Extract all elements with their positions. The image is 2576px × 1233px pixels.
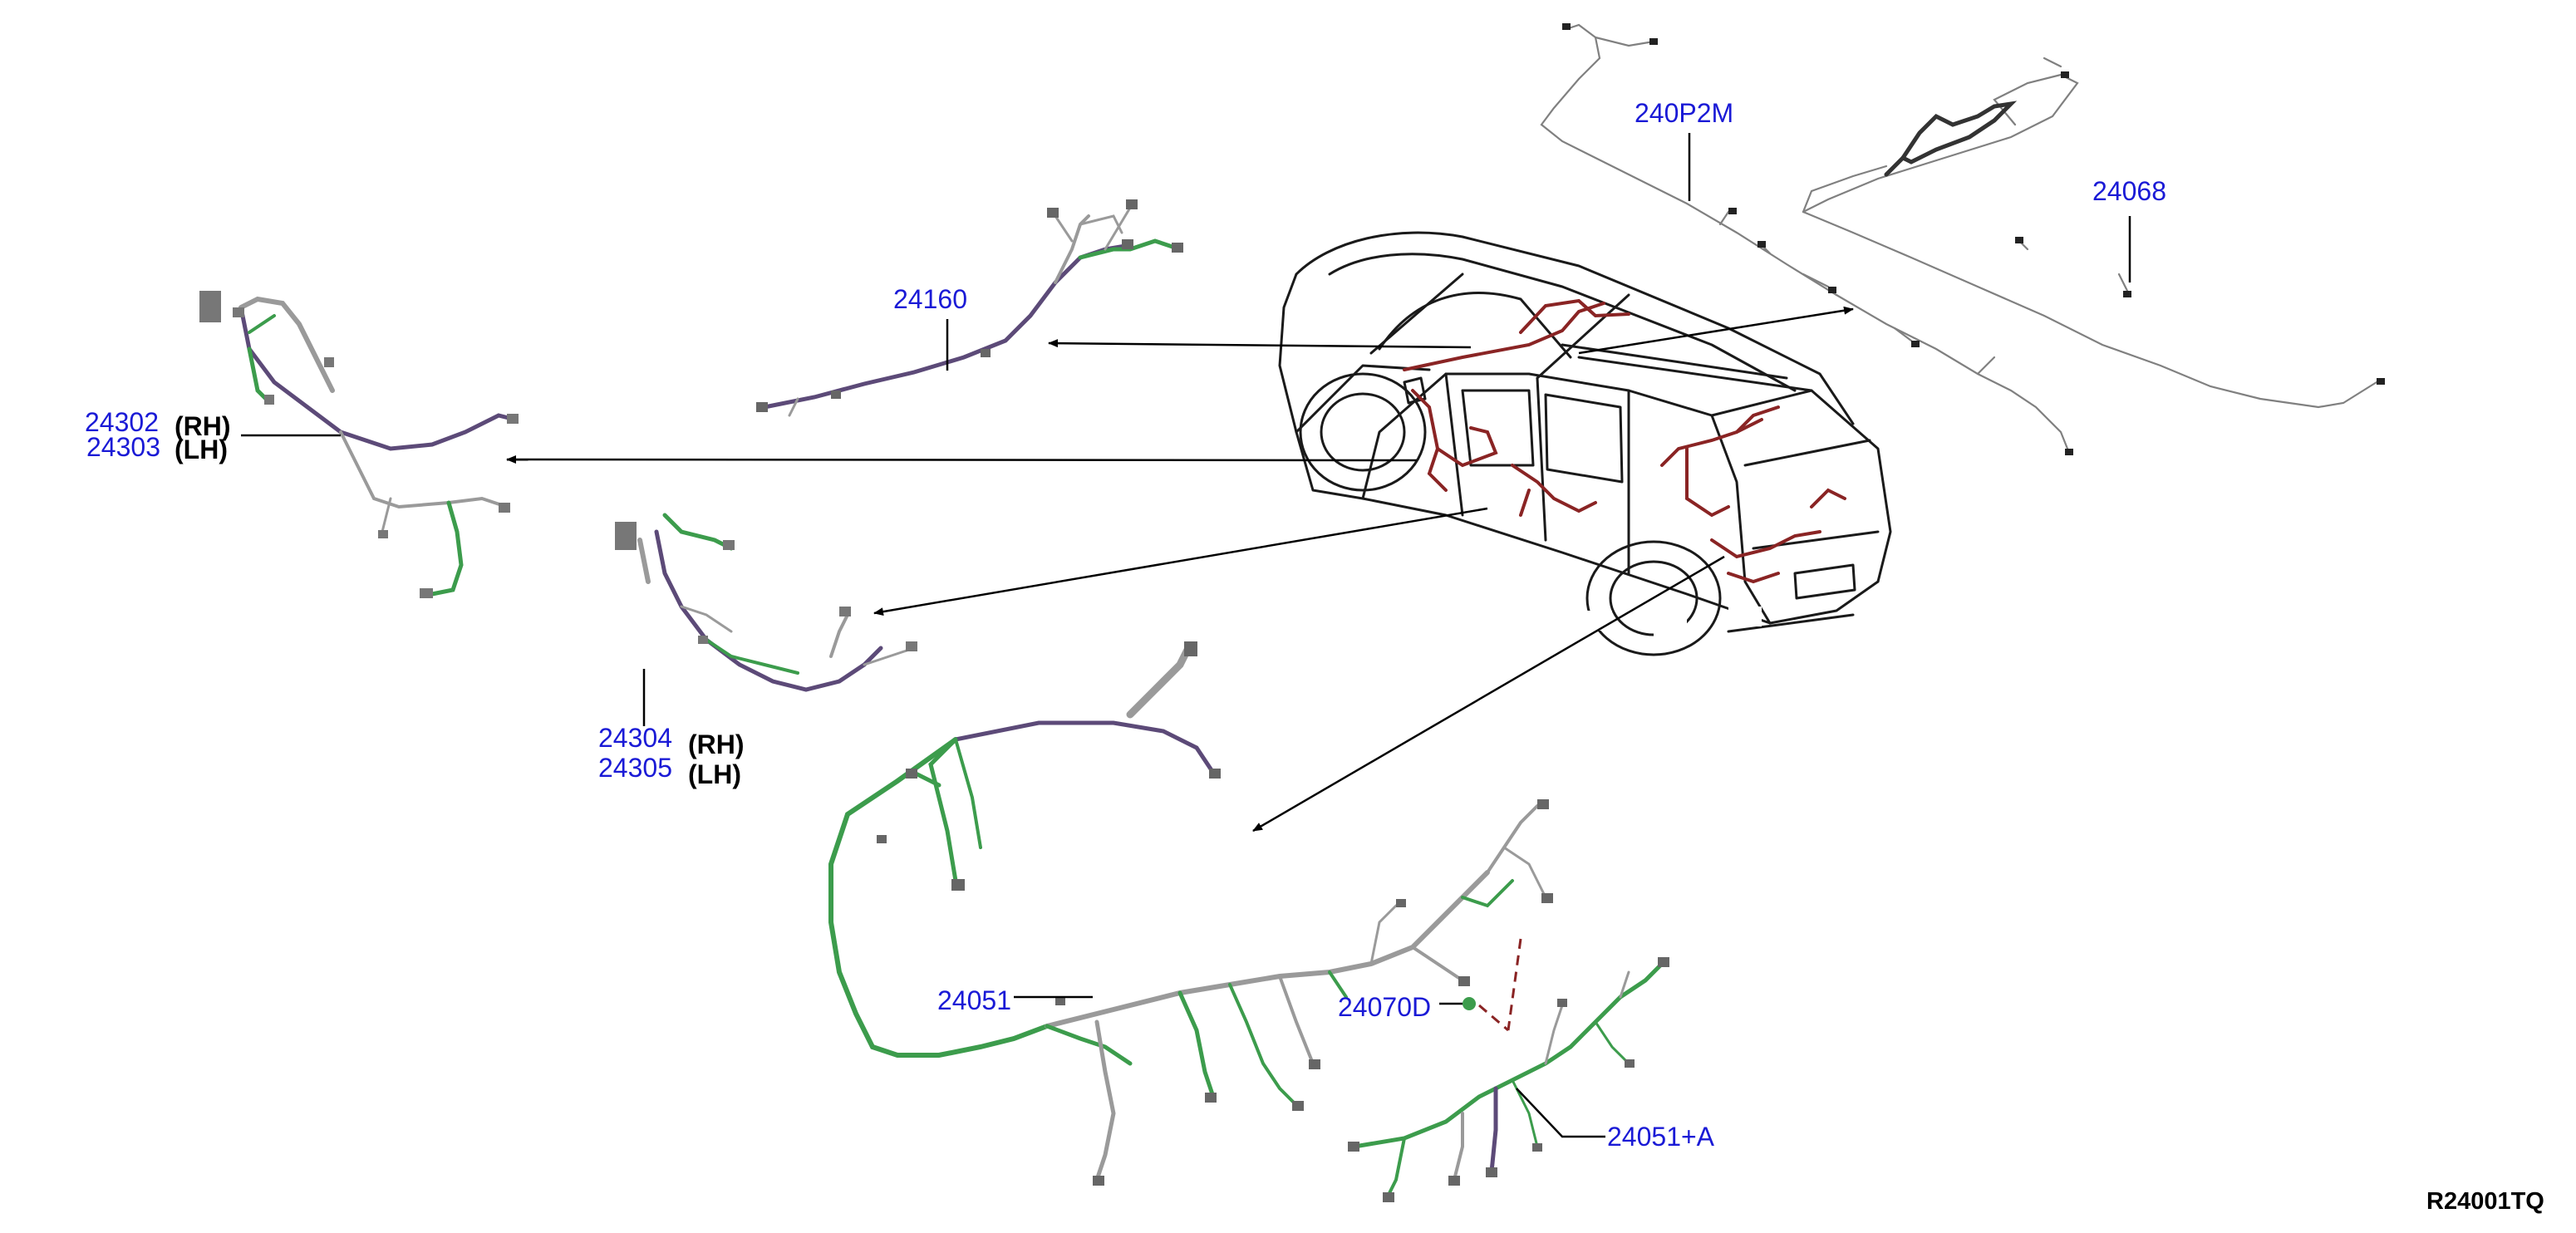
part-label-24051[interactable]: 24051: [937, 985, 1011, 1015]
part-label-24160[interactable]: 24160: [893, 284, 967, 314]
dashed-link: [1478, 938, 1522, 1032]
diagram-code: R24001TQ: [2426, 1188, 2544, 1215]
part-label-240P2M[interactable]: 240P2M: [1635, 98, 1734, 128]
harness-24302-connectors: [199, 291, 519, 598]
part-label-24304[interactable]: 24304: [598, 723, 672, 753]
part-label-24068[interactable]: 24068: [2092, 176, 2166, 206]
vehicle-knockout: [1579, 607, 1762, 636]
part-label-24305[interactable]: 24305: [598, 753, 672, 783]
part-label-24070D[interactable]: 24070D: [1338, 992, 1432, 1022]
harness-24160-connectors: [756, 199, 1183, 412]
part-label-24302[interactable]: 24302: [85, 407, 159, 437]
harness-24304-connectors: [615, 522, 917, 651]
part-label-24051A[interactable]: 24051+A: [1607, 1122, 1715, 1152]
harness-24051A-connectors: [1348, 957, 1669, 1202]
harness-24051: [828, 644, 1547, 1182]
vehicle-illustration: [1278, 231, 1892, 656]
side-label-24304: (RH): [688, 729, 745, 759]
roof-harness-dark: [1884, 101, 2018, 177]
harness-24051-connectors: [877, 641, 1553, 1186]
harness-24304: [637, 513, 916, 692]
roof-harness-connectors: [1562, 23, 2385, 455]
roof-harness: [1540, 23, 2378, 454]
in-vehicle-harness: [1403, 298, 1846, 584]
side-label-24302: (RH): [175, 411, 231, 441]
leader-arrows: [506, 306, 1854, 833]
harness-24160: [762, 206, 1182, 417]
connector-24070D: [1463, 997, 1476, 1010]
side-label-24303: (LH): [175, 435, 228, 464]
part-label-24303[interactable]: 24303: [86, 432, 160, 462]
side-label-24305: (LH): [688, 759, 741, 789]
harness-24302: [238, 296, 518, 597]
callout-lines: [241, 133, 2131, 1138]
